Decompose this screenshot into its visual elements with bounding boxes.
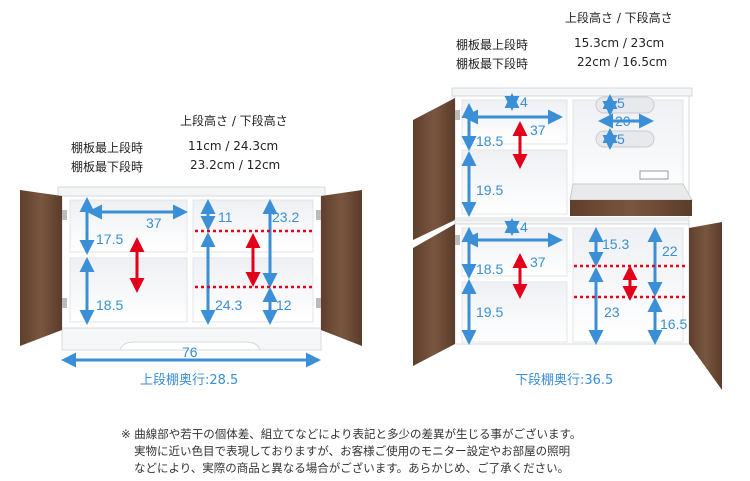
left-spec-label-top: 棚板最上段時: [71, 141, 144, 155]
right-spec-label-top: 棚板最上段時: [456, 38, 529, 52]
right-dim-lower-gap: 4: [520, 219, 528, 235]
right-cabinet: [413, 87, 722, 390]
left-dim-lower-left: 18.5: [96, 297, 124, 313]
left-dim-lower-right-bottom: 12: [276, 297, 292, 313]
left-depth-label: 上段棚奥行:28.5: [140, 373, 239, 388]
right-dim-upper-top-section: 18.5: [476, 133, 504, 149]
right-dim-right-lower-alt: 16.5: [660, 316, 688, 332]
right-dim-top-gap: 4: [520, 94, 528, 110]
left-dim-upper-right-top: 11: [218, 209, 233, 225]
right-red-markers: [512, 121, 686, 301]
right-dim-lower-top-section: 18.5: [476, 261, 504, 277]
left-dim-lower-right-top: 24.3: [215, 297, 243, 313]
right-spec-header: 上段高さ / 下段高さ: [565, 11, 673, 25]
left-dim-upper-left: 17.5: [96, 231, 124, 247]
left-dimension-lines: [61, 197, 321, 368]
right-dim-outlet-width: 20: [615, 113, 631, 129]
left-cabinet: [20, 186, 362, 351]
left-dim-total-width: 76: [182, 344, 198, 360]
right-depth-label: 下段棚奥行:36.5: [515, 373, 614, 388]
right-dim-upper-bottom-section: 19.5: [476, 182, 504, 198]
right-spec-value-top: 15.3cm / 23cm: [574, 36, 665, 50]
right-dim-inner-width-upper: 37: [530, 122, 546, 138]
left-spec-value-top: 11cm / 24.3cm: [188, 139, 279, 153]
right-dim-lower-bottom-section: 19.5: [476, 304, 504, 320]
right-dim-right-upper-alt: 22: [662, 243, 678, 259]
right-spec-label-bottom: 棚板最下段時: [456, 57, 529, 71]
right-dim-outlet-bottom: 5: [617, 131, 625, 147]
left-dim-upper-right-bottom: 23.2: [272, 209, 300, 225]
note-line-1: ※ 曲線部や若干の個体差、組立てなどにより表記と多少の差異が生じる事がございます…: [121, 427, 582, 441]
note-line-2: 実物に近い色目で表現しておりますが、お客様ご使用のモニター設定やお部屋の照明: [134, 444, 571, 458]
right-dim-outlet-top: 5: [617, 95, 625, 111]
left-spec-value-bottom: 23.2cm / 12cm: [190, 158, 281, 172]
note-line-3: などにより、実際の商品と異なる場合がございます。あらかじめ、ご了承ください。: [134, 461, 570, 475]
left-red-markers: [129, 229, 312, 293]
left-spec-header: 上段高さ / 下段高さ: [180, 114, 288, 128]
right-dim-right-upper: 15.3: [602, 236, 630, 252]
left-dim-inner-width: 37: [146, 215, 162, 231]
right-spec-value-bottom: 22cm / 16.5cm: [577, 55, 668, 69]
right-dim-right-lower: 23: [604, 304, 620, 320]
left-spec-label-bottom: 棚板最下段時: [71, 160, 144, 174]
right-dimension-lines: [461, 93, 663, 345]
right-dim-inner-width-lower: 37: [530, 254, 546, 270]
